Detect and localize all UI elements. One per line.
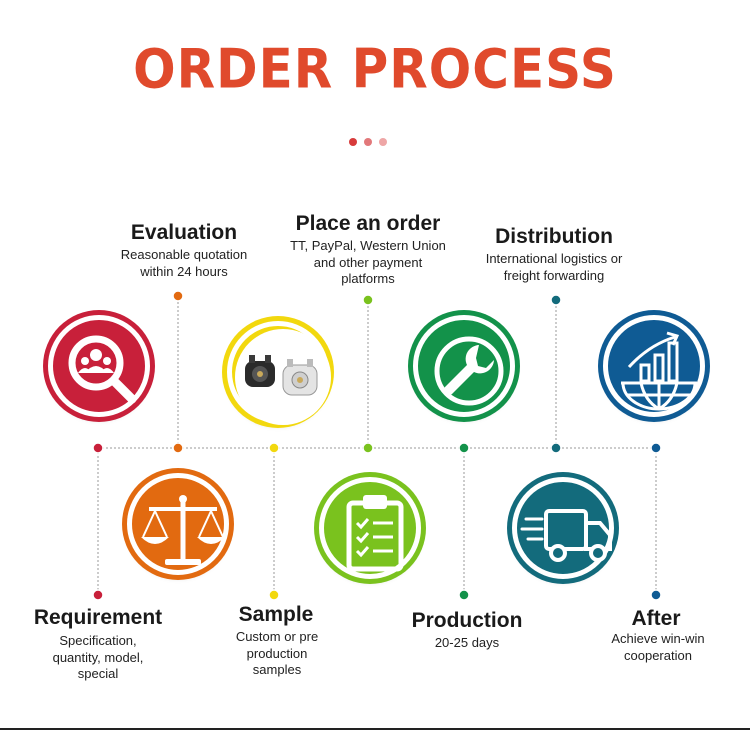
dot-3: [379, 138, 387, 146]
globe-chart-icon: [621, 331, 697, 411]
after-end-dot: [650, 589, 662, 601]
dot-1: [349, 138, 357, 146]
distribution-end-dot: [550, 294, 562, 306]
evaluation-timeline-dot: [172, 442, 184, 454]
after-circle: [603, 315, 705, 417]
evaluation-circle: [127, 473, 229, 575]
production-end-dot: [458, 589, 470, 601]
wrench-icon: [434, 336, 504, 406]
sample-timeline-dot: [268, 442, 280, 454]
clipboard-checklist-icon: [346, 495, 404, 572]
decorative-dots: [345, 138, 405, 148]
requirement-title: Requirement: [33, 606, 163, 629]
after-timeline-dot: [650, 442, 662, 454]
distribution-timeline-dot: [550, 442, 562, 454]
page-title: ORDER PROCESS: [133, 37, 617, 101]
evaluation-title: Evaluation: [130, 221, 238, 244]
requirement-desc: Specification,quantity, model,special: [52, 633, 144, 681]
after-title: After: [631, 607, 681, 630]
sample-circle: [227, 321, 331, 425]
requirement-circle: [48, 315, 150, 417]
place-order-end-dot: [362, 294, 374, 306]
requirement-end-dot: [92, 589, 104, 601]
evaluation-end-dot: [172, 290, 184, 302]
dot-2: [364, 138, 372, 146]
balance-scale-icon: [141, 495, 225, 565]
distribution-title: Distribution: [495, 225, 613, 248]
production-circle: [413, 315, 515, 417]
distribution-circle: [512, 477, 614, 579]
sample-title: Sample: [238, 603, 314, 626]
requirement-timeline-dot: [92, 442, 104, 454]
delivery-truck-icon: [520, 509, 612, 562]
production-desc: 20-25 days: [434, 635, 500, 650]
place-order-timeline-dot: [362, 442, 374, 454]
place-order-circle: [319, 477, 421, 579]
place-order-title: Place an order: [295, 212, 441, 235]
product-photo-icon: [235, 329, 331, 425]
magnifier-users-icon: [68, 335, 137, 404]
sample-end-dot: [268, 589, 280, 601]
production-timeline-dot: [458, 442, 470, 454]
bottom-divider: [0, 728, 750, 730]
production-title: Production: [411, 609, 523, 632]
